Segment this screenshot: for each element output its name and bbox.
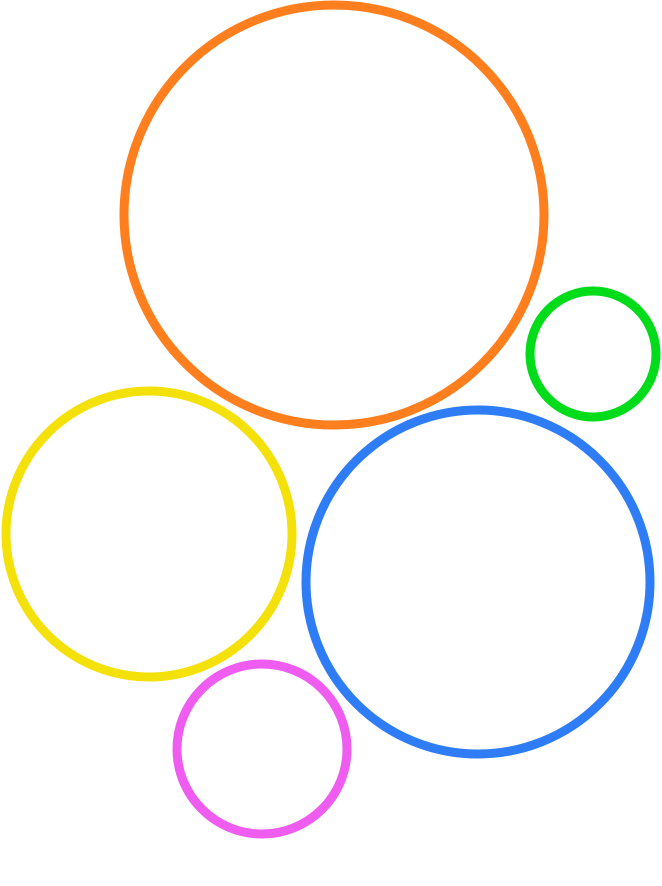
orange-circle bbox=[119, 0, 549, 430]
green-circle bbox=[525, 286, 661, 422]
yellow-circle bbox=[1, 386, 297, 682]
magenta-circle bbox=[172, 659, 352, 839]
blue-circle bbox=[301, 405, 655, 759]
